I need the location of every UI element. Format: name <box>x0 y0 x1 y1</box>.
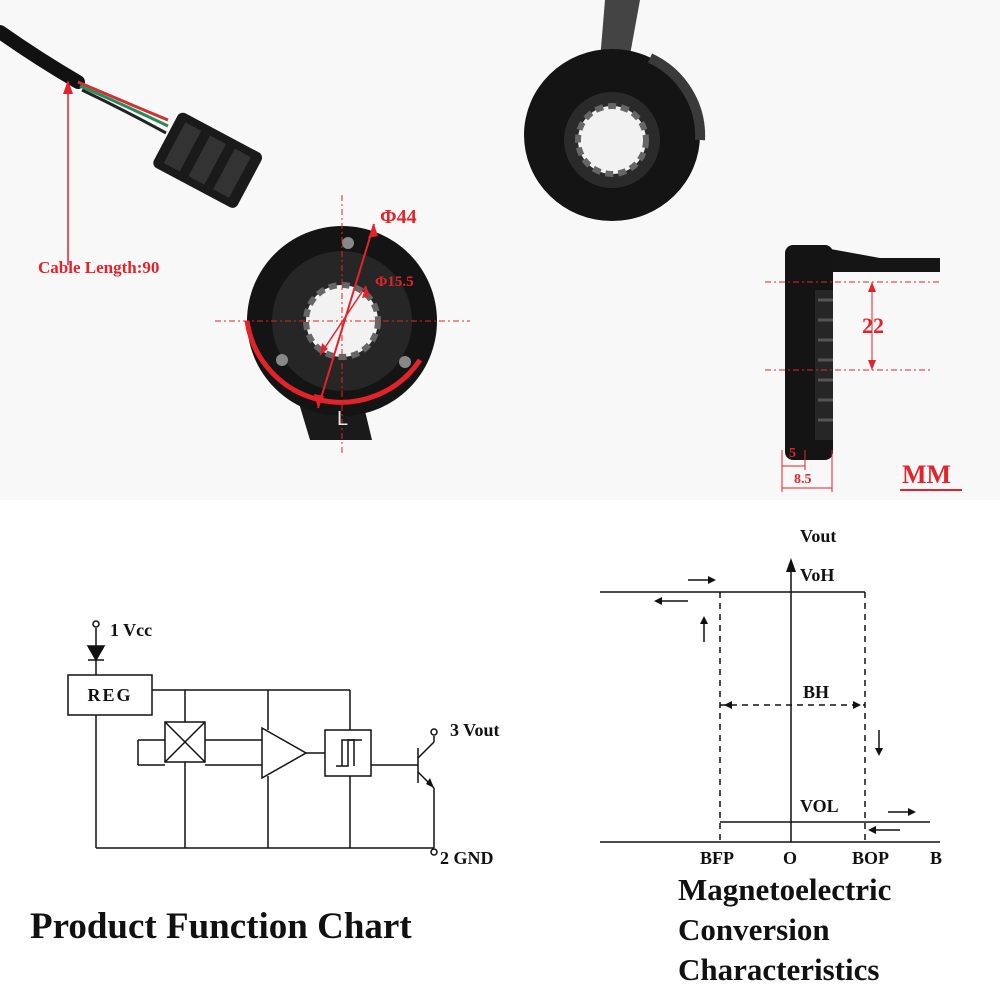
pin1-terminal <box>92 620 100 628</box>
bh-label: BH <box>803 682 830 702</box>
reg-label: REG <box>87 685 133 705</box>
outer-diameter-label: Φ44 <box>380 206 417 228</box>
outer-diameter-arrow-bottom <box>314 394 324 408</box>
pin2-gnd-label: 2 GND <box>440 848 494 868</box>
housing-mark: L <box>337 408 349 430</box>
outer-diameter-arrow-top <box>368 224 378 238</box>
x-axis-label: B <box>930 848 943 868</box>
characteristics-title-line3: Characteristics <box>678 952 880 987</box>
product-function-chart-title: Product Function Chart <box>30 906 412 947</box>
sensor-angled-photo <box>524 0 706 221</box>
inner-diameter-label: Φ15.5 <box>375 274 414 290</box>
inner-diameter-arrow-top <box>362 286 370 298</box>
height-arrow-bottom <box>868 360 876 370</box>
inner-diameter-line <box>319 285 367 356</box>
height-arrow-top <box>868 282 876 292</box>
circuit-schematic <box>67 628 435 849</box>
cable-length-arrowhead <box>63 80 73 94</box>
hysteresis-arrowheads <box>654 558 916 834</box>
vol-label: VOL <box>800 796 839 816</box>
voh-label: VoH <box>800 565 835 585</box>
bop-label: BOP <box>852 848 890 868</box>
pin3-terminal <box>430 728 438 736</box>
thickness-inner-label: 5 <box>789 446 796 461</box>
pin1-vcc-label: 1 Vcc <box>110 620 153 640</box>
side-dimension-lines <box>765 281 940 492</box>
thickness-outer-label: 8.5 <box>794 472 812 487</box>
y-axis-label: Vout <box>800 526 837 546</box>
cable-length-label: Cable Length:90 <box>38 258 160 277</box>
characteristics-title-line1: Magnetoelectric <box>678 872 892 907</box>
characteristics-title-line2: Conversion <box>678 912 830 947</box>
height-dimension-label: 22 <box>862 313 884 338</box>
sensor-side-photo <box>785 245 940 460</box>
pin2-terminal <box>430 848 438 856</box>
bfp-label: BFP <box>700 848 734 868</box>
hysteresis-diagram <box>600 565 940 843</box>
unit-label: MM <box>902 460 952 489</box>
transistor-emitter-arrow <box>426 778 434 788</box>
inner-diameter-arrow-bottom <box>320 343 328 355</box>
cable-with-connector <box>0 25 263 208</box>
origin-label: O <box>783 848 798 868</box>
pin3-vout-label: 3 Vout <box>450 720 500 740</box>
